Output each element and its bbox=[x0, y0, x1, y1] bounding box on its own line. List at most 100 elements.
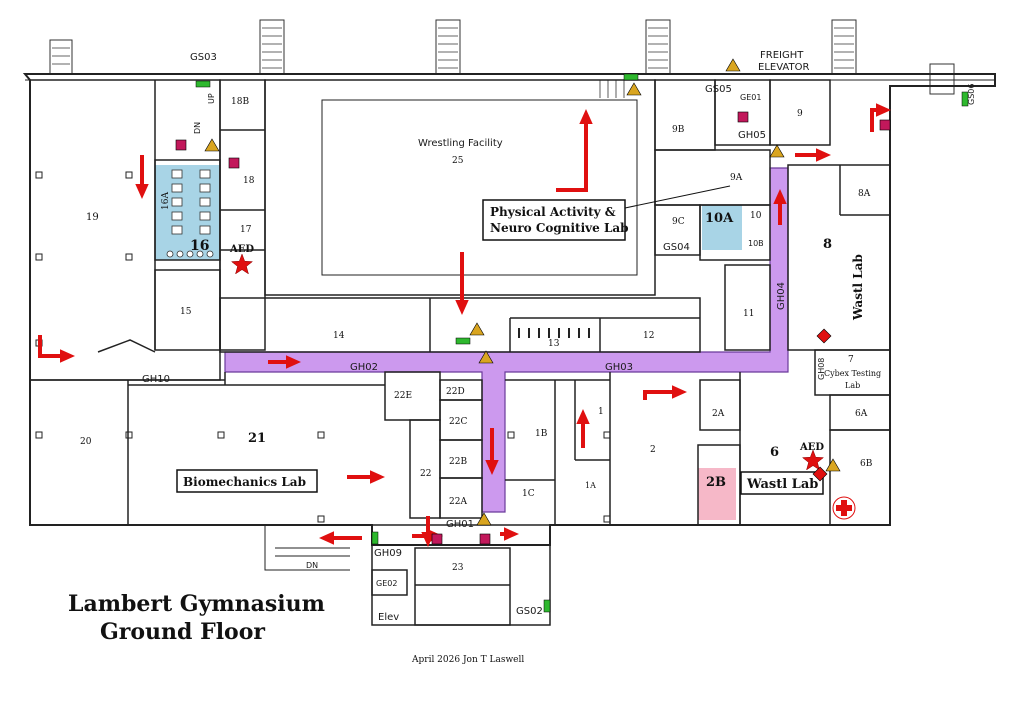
structural-columns bbox=[35, 171, 611, 523]
arrow-gh04 bbox=[773, 189, 787, 225]
callout-biomechanics: Biomechanics Lab bbox=[183, 475, 306, 489]
fire-extinguisher-icon bbox=[825, 458, 841, 472]
callout-wastl-lab: Wastl Lab bbox=[746, 477, 818, 492]
label-room-19: 19 bbox=[86, 212, 99, 223]
label-room-6a: 6A bbox=[855, 409, 868, 419]
label-up-stair: UP bbox=[207, 93, 216, 104]
label-ge01: GE01 bbox=[740, 93, 761, 102]
label-freight-1: FREIGHT bbox=[760, 50, 804, 61]
first-aid-icon bbox=[832, 496, 856, 520]
hazard-diamond-icon bbox=[812, 466, 828, 482]
arrow-gh10 bbox=[38, 335, 75, 363]
label-gs06: GS06 bbox=[967, 84, 976, 105]
label-gh02: GH02 bbox=[350, 362, 378, 373]
label-room-13: 13 bbox=[548, 339, 560, 349]
fire-extinguisher-icon bbox=[478, 350, 494, 364]
label-room-18b: 18B bbox=[231, 97, 249, 107]
parking-p-icon bbox=[479, 533, 491, 545]
fire-extinguisher-icon bbox=[725, 58, 741, 72]
exit-door-icon bbox=[371, 531, 379, 545]
arrow-room-2 bbox=[643, 385, 687, 400]
label-room-25: 25 bbox=[452, 156, 464, 166]
label-gh04: GH04 bbox=[776, 282, 787, 310]
arrow-gh01-right bbox=[500, 527, 519, 541]
label-freight-2: ELEVATOR bbox=[758, 62, 809, 73]
arrow-gs06 bbox=[870, 103, 891, 132]
fire-extinguisher-icon bbox=[469, 322, 485, 336]
label-wastl-lab-vertical: Wastl Lab bbox=[851, 254, 865, 321]
fire-extinguisher-icon bbox=[626, 82, 642, 96]
building-outline bbox=[22, 73, 996, 546]
label-room-2: 2 bbox=[650, 445, 656, 455]
arrow-room-1 bbox=[576, 409, 590, 448]
arrow-gh02 bbox=[268, 355, 301, 369]
parking-p-icon bbox=[737, 111, 749, 123]
hazard-diamond-icon bbox=[816, 328, 832, 344]
label-room-8a: 8A bbox=[858, 189, 871, 199]
label-gh03: GH03 bbox=[605, 362, 633, 373]
title-line-2: Ground Floor bbox=[100, 619, 265, 645]
label-room-6: 6 bbox=[770, 445, 779, 460]
parking-p-icon bbox=[431, 533, 443, 545]
label-room-12: 12 bbox=[643, 331, 654, 341]
label-room-9a: 9A bbox=[730, 173, 743, 183]
label-gh08: GH08 bbox=[817, 358, 826, 380]
arrow-gh09 bbox=[319, 531, 362, 545]
label-room-1a: 1A bbox=[585, 481, 596, 490]
arrow-room-19 bbox=[135, 155, 149, 199]
label-gh10: GH10 bbox=[142, 374, 170, 385]
label-room-10b: 10B bbox=[748, 239, 764, 248]
label-gh01: GH01 bbox=[446, 519, 474, 530]
arrow-gh01-corridor bbox=[485, 428, 499, 475]
label-dn-ramp: DN bbox=[306, 561, 318, 570]
label-room-8: 8 bbox=[823, 237, 832, 252]
label-room-18: 18 bbox=[243, 176, 255, 186]
label-room-22d: 22D bbox=[446, 387, 465, 397]
fire-extinguisher-icon bbox=[476, 512, 492, 526]
label-room-23: 23 bbox=[452, 563, 464, 573]
label-gs03: GS03 bbox=[190, 52, 217, 63]
label-room-20: 20 bbox=[80, 437, 92, 447]
label-room-7: 7 bbox=[848, 355, 854, 365]
room-13-fixtures bbox=[518, 328, 590, 338]
label-room-9b: 9B bbox=[672, 125, 685, 135]
label-room-1b: 1B bbox=[535, 429, 548, 439]
parking-p-icon bbox=[879, 119, 891, 131]
label-room-9: 9 bbox=[797, 109, 803, 119]
label-gh09: GH09 bbox=[374, 548, 402, 559]
aed-star-icon bbox=[230, 253, 254, 275]
label-gs02: GS02 bbox=[516, 606, 543, 617]
label-room-22a: 22A bbox=[449, 497, 467, 507]
label-room-16a: 16A bbox=[161, 192, 171, 210]
exit-door-icon bbox=[543, 599, 551, 613]
label-gs04: GS04 bbox=[663, 242, 690, 253]
label-room-22c: 22C bbox=[449, 417, 467, 427]
label-wrestling: Wrestling Facility bbox=[418, 138, 503, 149]
label-room-22: 22 bbox=[420, 469, 431, 479]
label-dn-stair: DN bbox=[193, 122, 202, 134]
label-gs05: GS05 bbox=[705, 84, 732, 95]
label-cybex-2: Lab bbox=[845, 381, 860, 390]
room-10a-fill bbox=[702, 205, 742, 250]
exit-door-icon bbox=[195, 80, 211, 88]
label-room-22e: 22E bbox=[394, 391, 412, 401]
label-room-14: 14 bbox=[333, 331, 345, 341]
parking-p-icon bbox=[175, 139, 187, 151]
restroom-fixtures bbox=[166, 169, 214, 258]
arrow-to-corridor bbox=[455, 252, 469, 315]
label-room-22b: 22B bbox=[449, 457, 467, 467]
fire-extinguisher-icon bbox=[769, 144, 785, 158]
lab-callouts: Physical Activity & Neuro Cognitive Lab … bbox=[176, 185, 824, 495]
label-room-11: 11 bbox=[743, 309, 754, 319]
label-room-10a: 10A bbox=[705, 211, 734, 226]
label-cybex-1: Cybex Testing bbox=[824, 369, 881, 378]
label-room-15: 15 bbox=[180, 307, 192, 317]
fire-extinguisher-icon bbox=[204, 138, 220, 152]
label-room-21: 21 bbox=[248, 431, 266, 446]
label-elev: Elev bbox=[378, 612, 399, 623]
label-room-1: 1 bbox=[598, 407, 604, 417]
arrow-gh05 bbox=[795, 148, 831, 162]
map-credit: April 2026 Jon T Laswell bbox=[411, 655, 524, 665]
